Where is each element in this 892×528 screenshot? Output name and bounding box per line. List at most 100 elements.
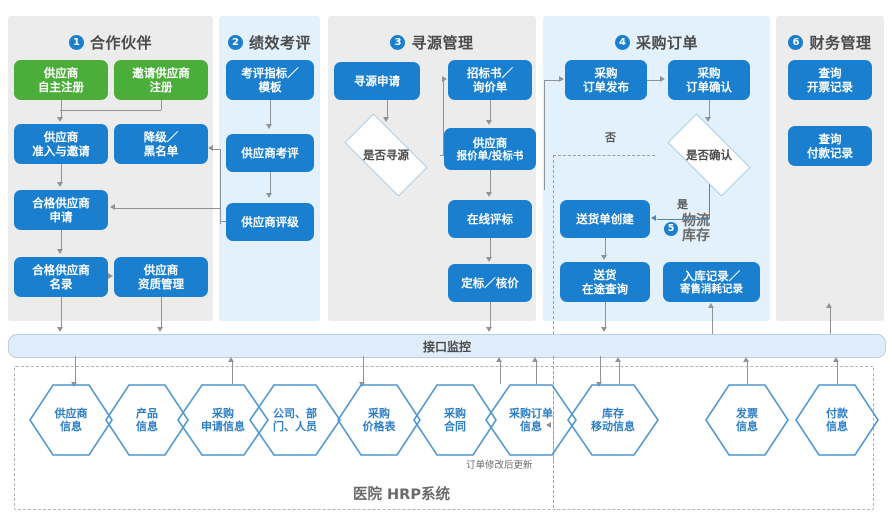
node-qualified-supplier-application[interactable]: 合格供应商申请 bbox=[14, 190, 108, 230]
node-query-payment-record[interactable]: 查询付款记录 bbox=[788, 126, 872, 166]
logistics-line1: 物流 bbox=[682, 213, 710, 229]
data-entity-label: 供应商信息 bbox=[55, 407, 88, 433]
connector bbox=[489, 238, 491, 257]
entity-line1: 供应商 bbox=[54, 406, 88, 420]
arrowhead bbox=[486, 327, 492, 332]
node-po-confirmation[interactable]: 采购订单确认 bbox=[668, 60, 750, 100]
node-label-line1: 合格供应商 bbox=[32, 262, 90, 277]
arrowhead bbox=[708, 303, 714, 308]
connector bbox=[440, 154, 444, 156]
arrowhead bbox=[486, 257, 492, 262]
data-entity-label: 产品信息 bbox=[136, 407, 158, 433]
node-supplier-rating[interactable]: 供应商评级 bbox=[226, 203, 314, 241]
column-title-1: 合作伙伴 bbox=[89, 33, 152, 52]
node-inbound-consignment-record[interactable]: 入库记录／寄售消耗记录 bbox=[663, 262, 760, 302]
node-award-price-check[interactable]: 定标／核价 bbox=[448, 264, 532, 302]
entity-line1: 采购 bbox=[212, 406, 234, 420]
node-supplier-evaluation[interactable]: 供应商考评 bbox=[226, 134, 314, 172]
column-title-2: 绩效考评 bbox=[248, 33, 311, 52]
connector bbox=[489, 302, 491, 328]
logistics-title: 物流 库存 bbox=[682, 214, 710, 243]
arrowhead bbox=[601, 327, 607, 332]
data-entity-company-dept-staff[interactable]: 公司、部门、人员 bbox=[248, 383, 342, 457]
entity-line2: 移动信息 bbox=[591, 420, 635, 433]
data-entity-purchase-contract[interactable]: 采购合同 bbox=[412, 383, 498, 457]
arrowhead bbox=[57, 117, 63, 122]
interface-monitor-bar[interactable]: 接口监控 bbox=[8, 334, 886, 358]
data-entity-label: 库存移动信息 bbox=[591, 407, 635, 433]
node-invite-supplier-register[interactable]: 邀请供应商注册 bbox=[114, 60, 208, 100]
node-delivery-in-transit-query[interactable]: 送货在途查询 bbox=[560, 262, 650, 302]
entity-line1: 公司、部 bbox=[273, 406, 317, 420]
connector bbox=[443, 80, 445, 155]
node-sourcing-application[interactable]: 寻源申请 bbox=[334, 62, 420, 100]
column-number-6: 6 bbox=[788, 34, 804, 50]
entity-line1: 采购 bbox=[368, 406, 390, 420]
data-entity-payment-info[interactable]: 付款信息 bbox=[794, 383, 880, 457]
data-entity-product-info[interactable]: 产品信息 bbox=[104, 383, 190, 457]
node-delivery-note-create[interactable]: 送货单创建 bbox=[560, 200, 650, 238]
entity-line2: 信息 bbox=[826, 420, 848, 433]
column-heading-partner: 1 合作伙伴 bbox=[8, 30, 213, 54]
data-entity-invoice-info[interactable]: 发票信息 bbox=[704, 383, 790, 457]
hexagon-shape bbox=[249, 384, 341, 456]
node-online-bid-evaluation[interactable]: 在线评标 bbox=[448, 200, 532, 238]
node-po-release[interactable]: 采购订单发布 bbox=[565, 60, 647, 100]
data-entity-purchase-price-list[interactable]: 采购价格表 bbox=[336, 383, 422, 457]
arrowhead bbox=[57, 182, 63, 187]
connector bbox=[711, 308, 713, 334]
decision-confirm-order[interactable]: 是否确认 bbox=[655, 113, 763, 197]
data-entity-purchase-order-info[interactable]: 采购订单信息 bbox=[484, 383, 578, 457]
connector bbox=[746, 362, 748, 384]
connector bbox=[489, 170, 491, 193]
node-query-invoice-record[interactable]: 查询开票记录 bbox=[788, 60, 872, 100]
node-evaluation-index-template[interactable]: 考评指标／模板 bbox=[226, 60, 314, 100]
connector bbox=[220, 148, 222, 224]
connector bbox=[60, 230, 62, 250]
node-label-line2: 询价单 bbox=[472, 80, 508, 94]
arrowhead bbox=[442, 76, 447, 82]
node-label-line1: 送货 bbox=[593, 267, 617, 282]
hexagon-shape bbox=[567, 384, 659, 456]
connector bbox=[489, 100, 491, 121]
node-label-line1: 入库记录／ bbox=[682, 268, 741, 283]
connector bbox=[604, 302, 606, 328]
data-entity-label: 采购价格表 bbox=[363, 407, 396, 433]
data-entity-purchase-request-info[interactable]: 采购申请信息 bbox=[176, 383, 270, 457]
hexagon-shape bbox=[29, 384, 113, 456]
arrowhead bbox=[228, 357, 234, 362]
node-supplier-admission-invite[interactable]: 供应商准入与邀请 bbox=[14, 124, 108, 164]
node-label-line1: 供应商 bbox=[143, 262, 179, 277]
connector bbox=[60, 297, 62, 328]
node-label-line2: 名录 bbox=[49, 277, 73, 291]
connector bbox=[618, 362, 620, 384]
node-supplier-quotation-bid[interactable]: 供应商报价单/投标书 bbox=[444, 128, 536, 170]
node-supplier-self-register[interactable]: 供应商自主注册 bbox=[14, 60, 108, 100]
connector bbox=[220, 221, 226, 223]
node-label-line1: 在线评标 bbox=[467, 211, 513, 226]
data-entity-label: 发票信息 bbox=[736, 407, 758, 433]
data-entity-inventory-movement-info[interactable]: 库存移动信息 bbox=[566, 383, 660, 457]
node-label-line2: 开票记录 bbox=[807, 80, 853, 94]
hexagon-shape bbox=[705, 384, 789, 456]
node-downgrade-blacklist[interactable]: 降级／黑名单 bbox=[114, 124, 208, 164]
column-number-4: 4 bbox=[614, 34, 630, 50]
connector bbox=[60, 110, 161, 112]
connector bbox=[535, 362, 537, 384]
data-entity-supplier-info[interactable]: 供应商信息 bbox=[28, 383, 114, 457]
node-supplier-qualification-mgmt[interactable]: 供应商资质管理 bbox=[114, 257, 208, 297]
arrowhead bbox=[743, 357, 749, 362]
connector bbox=[599, 356, 601, 383]
node-label-line1: 寻源申请 bbox=[354, 73, 400, 88]
connector bbox=[362, 356, 364, 383]
column-number-5: 5 bbox=[664, 221, 678, 236]
hrp-system-title: 医院 HRP系统 bbox=[353, 487, 450, 503]
logistics-inventory-group-label: 5 物流 库存 bbox=[664, 214, 710, 243]
node-tender-inquiry-document[interactable]: 招标书／询价单 bbox=[448, 60, 532, 100]
decision-need-sourcing[interactable]: 是否寻源 bbox=[332, 113, 440, 197]
node-label-line1: 招标书／ bbox=[467, 65, 513, 80]
node-label-line2: 黑名单 bbox=[143, 144, 179, 158]
node-qualified-supplier-catalog[interactable]: 合格供应商名录 bbox=[14, 257, 108, 297]
connector bbox=[708, 100, 710, 118]
